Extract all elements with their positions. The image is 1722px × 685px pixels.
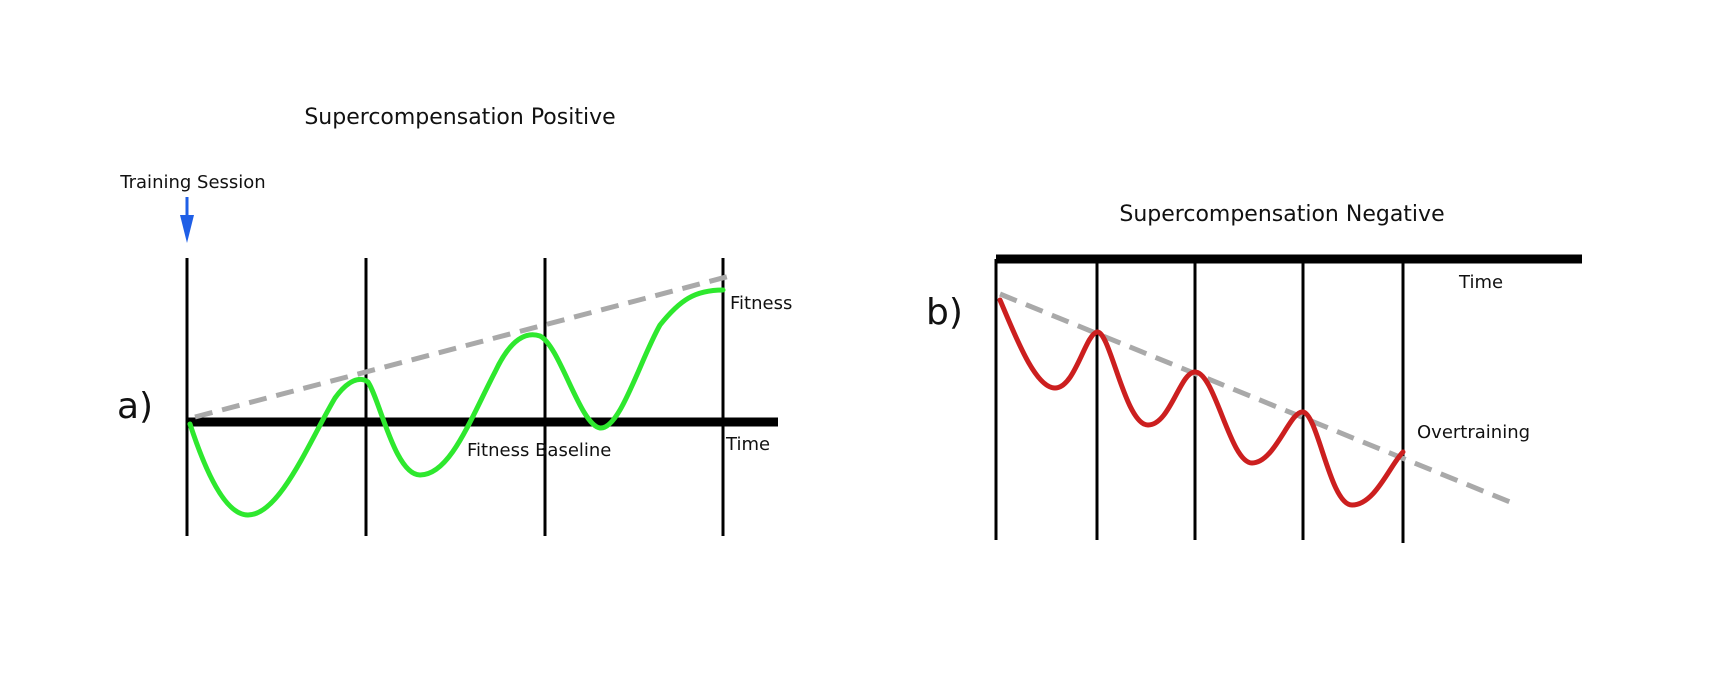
fitness-curve-negative <box>997 297 1406 508</box>
panel-b-title: Supercompensation Negative <box>1119 202 1444 227</box>
fitness-baseline-label: Fitness Baseline <box>467 440 611 461</box>
time-label-a: Time <box>725 434 770 455</box>
fitness-label: Fitness <box>730 293 792 314</box>
overtraining-label: Overtraining <box>1417 422 1530 443</box>
panel-b-letter: b) <box>926 292 963 333</box>
time-label-b: Time <box>1458 272 1503 293</box>
fitness-trend-line <box>194 273 731 420</box>
overtraining-trend-line <box>999 291 1511 505</box>
arrow-down-icon <box>180 197 194 243</box>
panel-a-letter: a) <box>117 386 153 427</box>
training-session-label: Training Session <box>119 172 265 193</box>
panel-b: Supercompensation Negative Time Overtrai… <box>926 202 1582 543</box>
fitness-curve-positive <box>187 287 726 518</box>
panel-a-title: Supercompensation Positive <box>304 105 615 130</box>
panel-a: Supercompensation Positive Training Sess… <box>117 105 792 536</box>
